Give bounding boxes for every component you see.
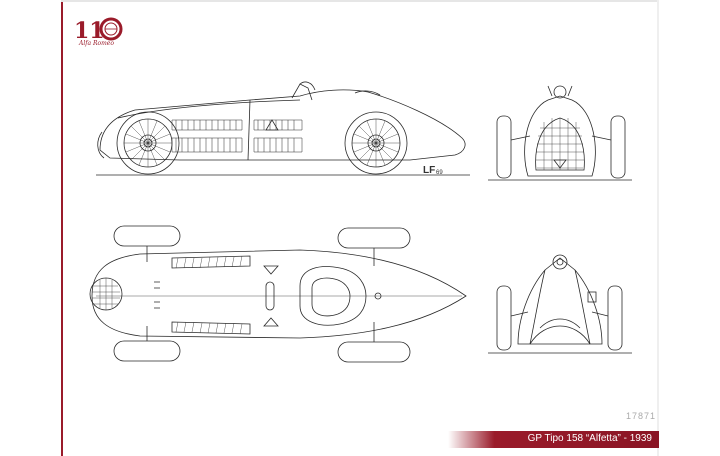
right-border [657, 0, 659, 456]
designer-number: 69 [436, 170, 443, 176]
left-border [61, 0, 63, 456]
designer-initials: LF [423, 165, 436, 176]
svg-text:11: 11 [74, 18, 105, 44]
logo-script: Alfa Romeo [79, 40, 114, 47]
alfa-romeo-110-logo: 11 [74, 17, 123, 44]
top-view [89, 225, 467, 363]
drawing-title: GP Tipo 158 “Alfetta” - 1939 [527, 433, 652, 444]
serial-number: 17871 [626, 411, 657, 421]
title-banner [448, 431, 659, 448]
side-view [96, 81, 470, 176]
front-view [488, 85, 632, 181]
top-border [61, 0, 659, 2]
rear-view [488, 254, 632, 354]
